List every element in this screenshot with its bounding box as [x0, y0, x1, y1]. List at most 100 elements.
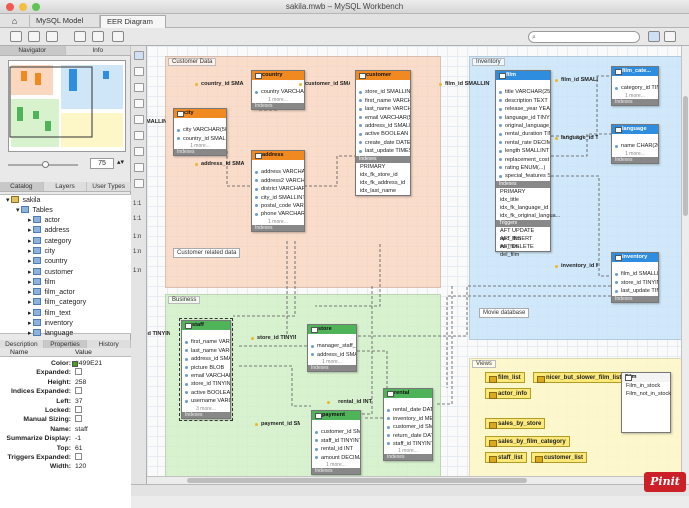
entity-column[interactable]: email VARCHAR(... [182, 372, 230, 380]
zoom-slider-handle[interactable] [42, 161, 49, 168]
entity-column[interactable]: address VARCHAR(50) [252, 168, 304, 176]
indexes-footer[interactable]: Indexes [612, 295, 658, 302]
tree-item-table[interactable]: ▸ film_actor [28, 288, 75, 297]
vertical-scrollbar[interactable] [681, 46, 689, 476]
search-input[interactable]: ⌕ [528, 31, 640, 43]
tree-item-table[interactable]: ▸ actor [28, 216, 61, 224]
diagram-minimap[interactable] [8, 60, 126, 152]
property-row[interactable]: Top:61 [0, 444, 131, 453]
indexes-section[interactable]: Indexes [356, 155, 410, 163]
entity-column[interactable]: address2 VARCHAR(... [252, 177, 304, 185]
entity-column[interactable]: last_update TIMES... [612, 287, 658, 295]
view-sales-by-store[interactable]: sales_by_store [485, 418, 546, 429]
view-nicer-but-slower-film-list[interactable]: nicer_but_slower_film_list [533, 372, 626, 383]
entity-column[interactable]: staff_id TINYINT [312, 437, 360, 445]
property-checkbox[interactable] [75, 387, 82, 396]
save-document-button[interactable] [46, 31, 58, 42]
property-row[interactable]: Indices Expanded: [0, 387, 131, 396]
zoom-stepper[interactable]: ▴▾ [117, 159, 125, 166]
indexes-footer[interactable]: Indexes [308, 365, 356, 372]
property-row[interactable]: Triggers Expanded: [0, 453, 131, 462]
entity-column[interactable]: last_name VARC... [182, 347, 230, 355]
relationship-1-n-id-tool[interactable]: 1:n [133, 249, 142, 255]
entity-column[interactable]: release_year YEAR [496, 105, 550, 113]
zoom-level-field[interactable]: 75 [90, 158, 114, 169]
property-value[interactable]: 37 [75, 397, 83, 405]
entity-column[interactable]: film_id SMALLINT [612, 270, 658, 278]
more-columns-link[interactable]: 1 more... [625, 92, 645, 99]
eer-diagram-canvas[interactable]: Customer Data Inventory Business Views C… [147, 46, 681, 476]
entity-column[interactable]: first_name VARC... [182, 338, 230, 346]
entity-column[interactable]: rating ENUM(...) [496, 164, 550, 172]
more-columns-link[interactable]: 3 more... [196, 405, 216, 412]
view-staff-list[interactable]: staff_list [485, 452, 527, 463]
more-columns-link[interactable]: 1 more... [326, 461, 346, 468]
relationship-n-m-tool[interactable]: 1:n [133, 268, 142, 274]
entity-column[interactable]: rental_rate DECIMA... [496, 139, 550, 147]
entity-column[interactable]: film_id SMALLINT [552, 76, 598, 84]
redo-button[interactable] [92, 31, 104, 42]
tree-item-table[interactable]: ▸ film_text [28, 308, 71, 317]
view-film-list[interactable]: film_list [485, 372, 525, 383]
entity-column[interactable]: customer_id SMAL... [296, 80, 350, 88]
indexes-footer[interactable]: Indexes [252, 224, 304, 231]
scrollbar-thumb[interactable] [683, 96, 688, 216]
pointer-tool[interactable] [134, 51, 144, 60]
triggers-section[interactable]: Triggers [496, 219, 550, 227]
entity-column[interactable]: active BOOLEAN [356, 130, 410, 138]
property-row[interactable]: Locked: [0, 406, 131, 415]
image-tool[interactable] [134, 131, 144, 140]
eraser-tool[interactable] [134, 83, 144, 92]
entity-column[interactable]: rental_id INT [312, 445, 360, 453]
indexes-footer[interactable]: Indexes [612, 98, 658, 105]
entity-column[interactable]: staff_id TINYINT [384, 440, 432, 448]
entity-column[interactable]: city_id SMALLINT [252, 194, 304, 202]
property-value[interactable]: 258 [75, 378, 87, 386]
entity-column[interactable]: store_id SMALLINT [356, 88, 410, 96]
hand-tool[interactable] [134, 67, 144, 76]
tab-history[interactable]: History [87, 340, 132, 349]
relationship-1-1-id-tool[interactable]: 1:1 [133, 216, 142, 222]
entity-column[interactable]: special_features SE... [496, 172, 550, 180]
entity-column[interactable]: rental_id INT [324, 398, 372, 406]
undo-button[interactable] [74, 31, 86, 42]
property-value[interactable]: #499E21 [75, 360, 103, 367]
routine-group-film[interactable]: Film Film_in_stock Film_not_in_stock [621, 372, 671, 433]
entity-column[interactable]: create_date DATET... [356, 139, 410, 147]
entity-column[interactable]: postal_code VARCH... [252, 202, 304, 210]
tab-user-types[interactable]: User Types [87, 182, 132, 191]
property-row[interactable]: Expanded: [0, 368, 131, 377]
entity-column[interactable]: payment_id SMA... [252, 420, 300, 428]
property-value[interactable]: staff [75, 425, 88, 433]
tree-item-table[interactable]: ▸ inventory [28, 319, 73, 327]
relationship-1-1-tool[interactable]: 1:1 [133, 201, 142, 207]
new-document-button[interactable] [10, 31, 22, 42]
entity-column[interactable]: inventory_id MED... [384, 415, 432, 423]
entity-column[interactable]: picture BLOB [182, 364, 230, 372]
entity-column[interactable]: district VARCHAR(20) [252, 185, 304, 193]
close-button[interactable] [6, 3, 14, 11]
zoom-slider[interactable] [8, 161, 78, 168]
tree-item-schema[interactable]: ▾ sakila [6, 196, 41, 204]
entity-column[interactable]: first_name VARCHAR... [356, 97, 410, 105]
pinit-button[interactable]: Pinit [644, 472, 686, 492]
tab-mysql-model[interactable]: MySQL Model [30, 15, 100, 28]
layer-tool[interactable] [134, 99, 144, 108]
note-customer[interactable]: Customer related data [173, 248, 241, 258]
entity-column[interactable]: last_name VARCHAR... [356, 105, 410, 113]
scrollbar-thumb[interactable] [187, 478, 527, 483]
entity-column[interactable]: inventory_id MEO... [552, 262, 598, 270]
property-row[interactable]: Height:258 [0, 378, 131, 387]
indexes-footer[interactable]: Indexes [384, 454, 432, 461]
tab-properties[interactable]: Properties [43, 340, 88, 349]
indexes-footer[interactable]: Indexes [252, 102, 304, 109]
indexes-footer[interactable]: Indexes [174, 149, 226, 156]
tree-item-table[interactable]: ▸ film_category [28, 298, 87, 307]
entity-column[interactable]: rental_duration TIN... [496, 130, 550, 138]
entity-column[interactable]: address_id SMAL... [308, 351, 356, 359]
tree-item-tables[interactable]: ▾ Tables [16, 206, 53, 214]
tree-item-table[interactable]: ▸ film [28, 277, 56, 286]
